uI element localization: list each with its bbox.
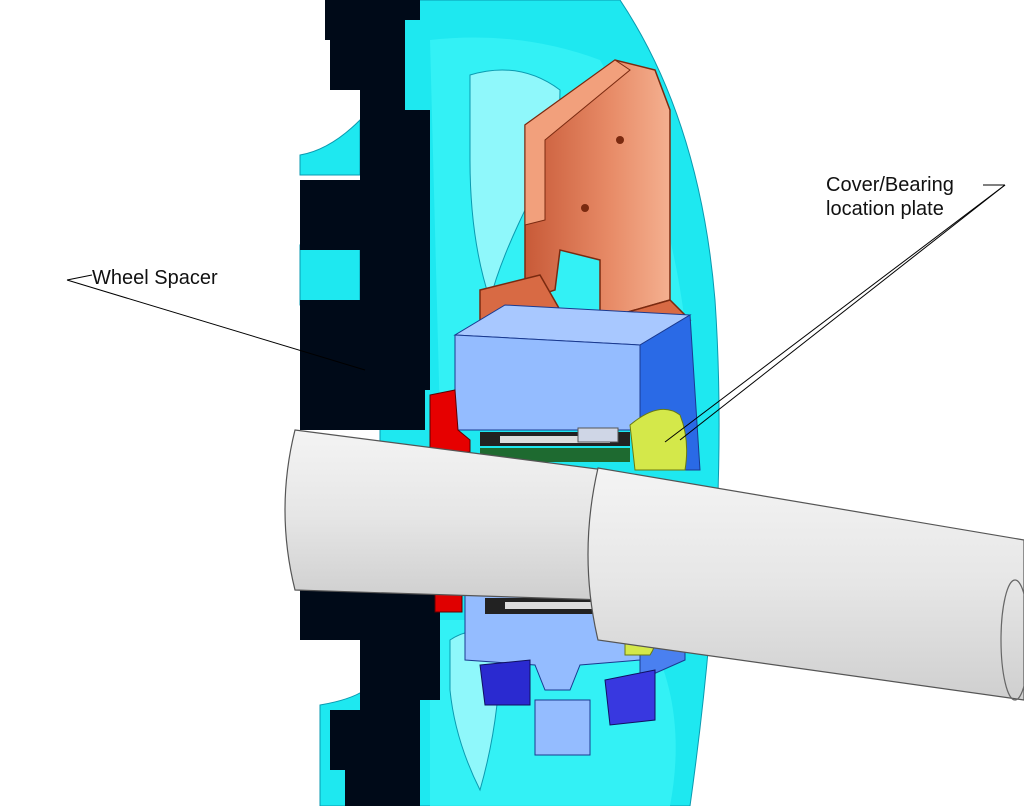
wheel-spacer-label: Wheel Spacer bbox=[92, 267, 218, 289]
cover-leader bbox=[664, 184, 1006, 443]
spacer-notch-top bbox=[299, 118, 361, 176]
shaft-left bbox=[284, 429, 606, 601]
shaft-end bbox=[1000, 579, 1024, 701]
cover-bearing-label: Cover/Bearing location plate bbox=[826, 173, 954, 221]
bearing-rollers-lower bbox=[505, 602, 605, 609]
wheel-spacer-leader bbox=[66, 274, 366, 371]
lower-clamp-right bbox=[604, 669, 656, 726]
bearing-housing bbox=[454, 334, 641, 431]
bracket-front bbox=[524, 59, 631, 226]
cover-label-line2: location plate bbox=[826, 198, 944, 220]
shaft-right bbox=[587, 467, 1024, 701]
spring bbox=[577, 427, 619, 443]
wheel-spacer-section-lower bbox=[300, 560, 440, 806]
bracket-hole-1 bbox=[616, 136, 624, 144]
housing-foot bbox=[534, 699, 591, 756]
cover-label-line1: Cover/Bearing bbox=[826, 174, 954, 196]
lower-clamp-left bbox=[479, 659, 531, 706]
bracket-hole-2 bbox=[581, 204, 589, 212]
bearing-rollers bbox=[500, 436, 610, 443]
wheel-spacer-section bbox=[300, 0, 430, 430]
cover-plate bbox=[629, 408, 688, 471]
